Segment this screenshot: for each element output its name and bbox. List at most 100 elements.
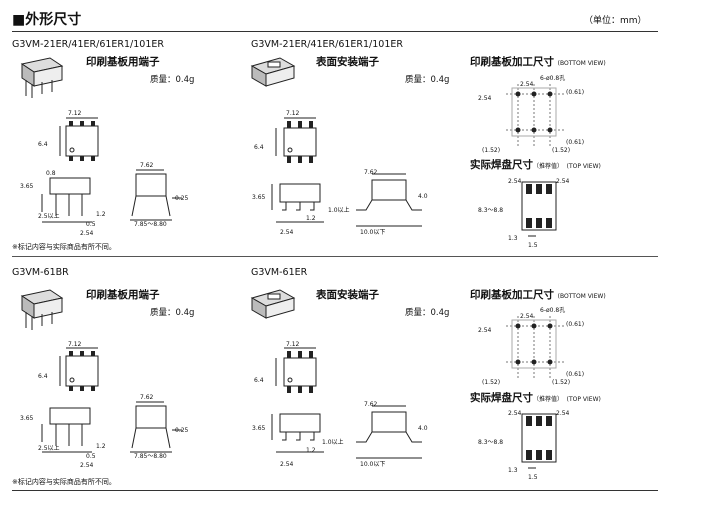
smd-dim-10-up: 1.0以上 bbox=[322, 439, 344, 446]
pcb-hole-spec: 6-ø0.8孔 bbox=[540, 75, 566, 82]
smd-dim-10-dn: 10.0以下 bbox=[360, 229, 386, 236]
dim-254: 2.54 bbox=[80, 230, 94, 237]
pcb-hole-pattern bbox=[496, 80, 576, 154]
unit-label: （单位：mm） bbox=[584, 16, 647, 26]
dim-785: 7.85～8.80 bbox=[134, 221, 167, 228]
land-dim-13: 1.3 bbox=[508, 235, 518, 242]
smd-top-view bbox=[272, 342, 332, 393]
part-number-left: G3VM-21ER/41ER/61ER1/101ER bbox=[12, 39, 164, 50]
smd-dim-10-up: 1.0以上 bbox=[328, 207, 350, 214]
dim-25: 2.5以上 bbox=[38, 213, 60, 220]
page-title: ■外形尺寸 bbox=[12, 12, 82, 28]
header-rule bbox=[12, 31, 658, 32]
smd-side-view bbox=[262, 180, 344, 230]
dip-top-view bbox=[56, 342, 116, 391]
dim-height-64: 6.4 bbox=[38, 373, 48, 380]
dim-365: 3.65 bbox=[20, 183, 34, 190]
smd-dim-712: 7.12 bbox=[286, 341, 300, 348]
land-dim-83: 8.3～8.8 bbox=[478, 439, 504, 446]
land-dim-254-a: 2.54 bbox=[508, 178, 522, 185]
label-smd-terminal: 表面安装端子 bbox=[316, 56, 379, 68]
dim-025: 0.25 bbox=[175, 195, 189, 202]
smd-dim-365: 3.65 bbox=[252, 425, 266, 432]
smd-dim-12: 1.2 bbox=[306, 215, 316, 222]
pcb-dim-254-v: 2.54 bbox=[478, 327, 492, 334]
dim-762: 7.62 bbox=[140, 162, 154, 169]
pcb-dim-061-b: (0.61) bbox=[566, 371, 585, 378]
smd-dim-254: 2.54 bbox=[280, 461, 294, 468]
pcb-dim-254: 2.54 bbox=[520, 313, 534, 320]
smd-end-view bbox=[352, 402, 428, 468]
pcb-hole-spec: 6-ø0.8孔 bbox=[540, 307, 566, 314]
part-number-left: G3VM-61BR bbox=[12, 267, 69, 278]
land-pattern-title: 实际焊盘尺寸（推荐值） (TOP VIEW) bbox=[470, 159, 601, 171]
land-pattern-title: 实际焊盘尺寸（推荐值） (TOP VIEW) bbox=[470, 392, 601, 404]
disclaimer-note: ※标记内容与实际商品有所不同。 bbox=[12, 243, 116, 251]
pcb-dim-152-b: (1.52) bbox=[552, 379, 571, 386]
dim-254: 2.54 bbox=[80, 462, 94, 469]
dim-12: 1.2 bbox=[96, 443, 106, 450]
label-smd-terminal: 表面安装端子 bbox=[316, 289, 379, 301]
smd-dim-762: 7.62 bbox=[364, 401, 378, 408]
dim-08: 0.8 bbox=[46, 170, 56, 177]
smd-package-3d-drawing bbox=[248, 288, 298, 328]
dim-25: 2.5以上 bbox=[38, 445, 60, 452]
pcb-processing-title: 印刷基板加工尺寸 (BOTTOM VIEW) bbox=[470, 289, 606, 301]
smd-dim-64: 6.4 bbox=[254, 144, 264, 151]
smd-dim-40: 4.0 bbox=[418, 425, 428, 432]
dip-top-view bbox=[56, 112, 116, 161]
dip-package-3d-drawing bbox=[18, 288, 64, 332]
land-dim-15: 1.5 bbox=[528, 474, 538, 481]
mass-mid: 质量：0.4g bbox=[405, 308, 450, 318]
mass-left: 质量：0.4g bbox=[150, 308, 195, 318]
pcb-dim-152-a: (1.52) bbox=[482, 379, 501, 386]
pcb-dim-254-v: 2.54 bbox=[478, 95, 492, 102]
smd-dim-712: 7.12 bbox=[286, 110, 300, 117]
pcb-dim-152-b: (1.52) bbox=[552, 147, 571, 154]
dim-025: 0.25 bbox=[175, 427, 189, 434]
dim-width-712: 7.12 bbox=[68, 110, 82, 117]
dip-side-view bbox=[32, 172, 120, 234]
dim-05: 0.5 bbox=[86, 453, 96, 460]
dim-762: 7.62 bbox=[140, 394, 154, 401]
pcb-dim-061-b: (0.61) bbox=[566, 139, 585, 146]
dip-end-view bbox=[130, 400, 186, 460]
dip-end-view bbox=[130, 168, 186, 228]
dip-side-view bbox=[32, 402, 120, 464]
smd-top-view bbox=[272, 112, 332, 163]
dim-785: 7.85～8.80 bbox=[134, 453, 167, 460]
land-dim-254-a: 2.54 bbox=[508, 410, 522, 417]
dim-365: 3.65 bbox=[20, 415, 34, 422]
mass-left: 质量：0.4g bbox=[150, 75, 195, 85]
label-pcb-terminal: 印刷基板用端子 bbox=[86, 289, 160, 301]
smd-dim-254: 2.54 bbox=[280, 229, 294, 236]
mass-mid: 质量：0.4g bbox=[405, 75, 450, 85]
smd-dim-10-dn: 10.0以下 bbox=[360, 461, 386, 468]
smd-dim-64: 6.4 bbox=[254, 377, 264, 384]
pcb-processing-title: 印刷基板加工尺寸 (BOTTOM VIEW) bbox=[470, 56, 606, 68]
label-pcb-terminal: 印刷基板用端子 bbox=[86, 56, 160, 68]
dim-12: 1.2 bbox=[96, 211, 106, 218]
dim-05: 0.5 bbox=[86, 221, 96, 228]
land-pattern bbox=[514, 176, 564, 240]
part-number-mid: G3VM-61ER bbox=[251, 267, 308, 278]
footer-rule bbox=[12, 490, 658, 491]
disclaimer-note: ※标记内容与实际商品有所不同。 bbox=[12, 478, 116, 486]
smd-dim-365: 3.65 bbox=[252, 194, 266, 201]
section-divider bbox=[12, 256, 658, 257]
land-dim-83: 8.3～8.8 bbox=[478, 207, 504, 214]
dip-package-3d-drawing bbox=[18, 56, 64, 100]
smd-end-view bbox=[352, 170, 428, 236]
smd-package-3d-drawing bbox=[248, 56, 298, 96]
dim-height-64: 6.4 bbox=[38, 141, 48, 148]
pcb-dim-061-a: (0.61) bbox=[566, 89, 585, 96]
dim-width-712: 7.12 bbox=[68, 341, 82, 348]
smd-dim-40: 4.0 bbox=[418, 193, 428, 200]
pcb-hole-pattern bbox=[496, 312, 576, 386]
land-dim-254-b: 2.54 bbox=[556, 410, 570, 417]
smd-dim-762: 7.62 bbox=[364, 169, 378, 176]
pcb-dim-254: 2.54 bbox=[520, 81, 534, 88]
part-number-mid: G3VM-21ER/41ER/61ER1/101ER bbox=[251, 39, 403, 50]
pcb-dim-061-a: (0.61) bbox=[566, 321, 585, 328]
smd-side-view bbox=[262, 410, 344, 460]
